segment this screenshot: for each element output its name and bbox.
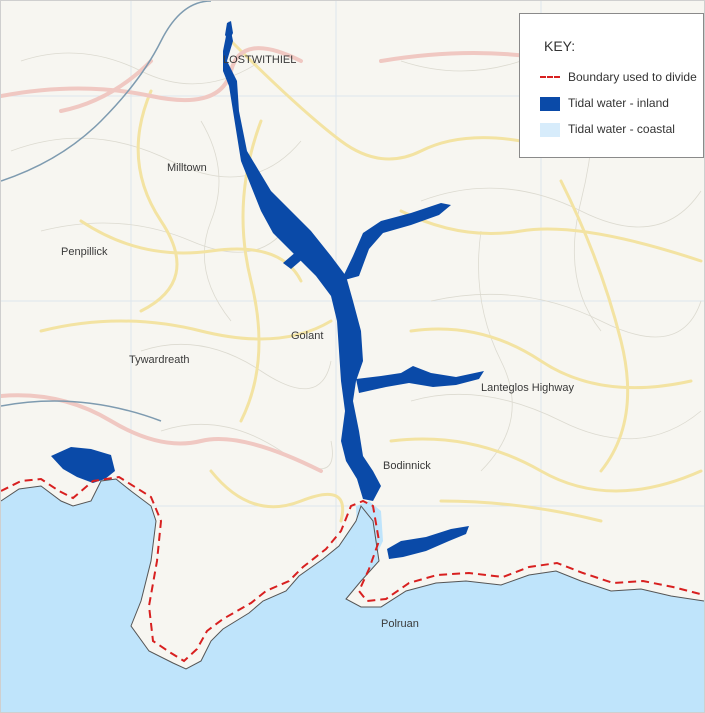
sea (1, 479, 704, 712)
coastal-water-swatch (540, 123, 560, 137)
coastline (1, 478, 704, 670)
key-item-boundary: Boundary used to divide (540, 70, 704, 88)
key-item-inland: Tidal water - inland (540, 96, 704, 114)
creek-west (283, 251, 305, 269)
minor-roads (39, 39, 703, 523)
key-label-inland: Tidal water - inland (568, 96, 669, 110)
tidal-water-inland (51, 21, 484, 559)
town-label-golant: Golant (291, 330, 323, 342)
pont-pill-creek (387, 526, 469, 559)
key-label-boundary: Boundary used to divide (568, 70, 697, 84)
creek-east-lower (356, 366, 484, 393)
key-label-coastal: Tidal water - coastal (568, 122, 675, 136)
map-key: KEY: Boundary used to divide Tidal water… (519, 13, 704, 158)
railway (1, 1, 212, 182)
lostwithiel-river (225, 21, 233, 41)
creek-east-upper (341, 203, 451, 281)
key-item-coastal: Tidal water - coastal (540, 122, 704, 140)
boundary-line (1, 475, 704, 663)
town-label-bodinnick: Bodinnick (383, 460, 431, 472)
town-label-penpillick: Penpillick (61, 246, 108, 258)
town-label-milltown: Milltown (167, 162, 207, 174)
par-harbour-inland (51, 447, 115, 483)
railway-south (1, 400, 162, 422)
town-label-tywardreath: Tywardreath (129, 354, 190, 366)
town-label-polruan: Polruan (381, 618, 419, 630)
boundary-line-symbol (540, 76, 560, 78)
inland-water-swatch (540, 97, 560, 111)
town-label-lanteglos: Lanteglos Highway (481, 382, 574, 394)
estuary-main-channel (223, 21, 381, 501)
key-title: KEY: (544, 38, 576, 54)
town-label-lostwithiel: LOSTWITHIEL (223, 54, 296, 66)
